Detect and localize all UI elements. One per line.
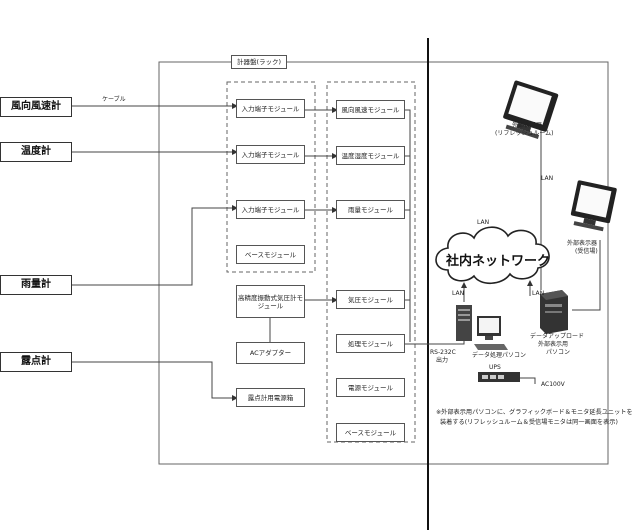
display1-label-2: (リフレッシュルーム) <box>495 130 554 137</box>
right-module-group <box>326 81 416 443</box>
ups-label: UPS <box>489 364 501 371</box>
upload-pc-label-2: 外部表示用 <box>538 341 569 348</box>
dew-sensor: 露点計 <box>0 352 72 372</box>
data-pc-label: データ処理パソコン <box>472 352 527 359</box>
processing-module: 処理モジュール <box>336 334 405 353</box>
rack-outline <box>158 61 609 465</box>
display-receiving-icon <box>570 180 617 232</box>
base-module-left: ベースモジュール <box>236 245 305 264</box>
network-cloud-label: 社内ネットワーク <box>446 254 551 269</box>
upload-pc-icon <box>540 290 568 334</box>
ac100v-label: AC100V <box>541 381 565 388</box>
upload-pc-label-3: パソコン <box>546 349 571 356</box>
lan-label-4: LAN <box>532 290 545 297</box>
note-line-1: ※外部表示用パソコンに、グラフィックボード＆モニタ延長ユニットを <box>436 409 633 416</box>
pressure-module: 気圧モジュール <box>336 290 405 309</box>
display-refresh-room-icon <box>503 80 559 139</box>
lan-label-2: LAN <box>477 219 490 226</box>
base-module-right: ベースモジュール <box>336 423 405 442</box>
cable-label: ケーブル <box>102 96 126 103</box>
note-line-2: 装着する(リフレッシュルーム＆受信場モニタは同一画面を表示) <box>440 419 618 426</box>
rain-module: 雨量モジュール <box>336 200 405 219</box>
ac-adapter: ACアダプター <box>236 342 305 364</box>
dew-power-box: 露点計用電源箱 <box>236 388 305 407</box>
temp-sensor: 温度計 <box>0 142 72 162</box>
power-module: 電源モジュール <box>336 378 405 397</box>
lan-label-1: LAN <box>541 175 554 182</box>
wind-sensor: 風向風速計 <box>0 97 72 117</box>
display2-label-1: 外部表示器 <box>567 240 598 247</box>
input-module-1: 入力端子モジュール <box>236 99 305 118</box>
ups-icon <box>478 372 520 382</box>
temp-humidity-module: 温度湿度モジュール <box>336 146 405 165</box>
lan-label-3: LAN <box>452 290 465 297</box>
network-cloud <box>435 226 550 285</box>
rain-sensor: 雨量計 <box>0 275 72 295</box>
data-pc-icon <box>456 305 508 350</box>
barometer-module: 高精度振動式気圧計モジュール <box>236 285 305 318</box>
display2-label-2: (受信場) <box>575 248 598 255</box>
upload-pc-label-1: データアップロード <box>530 333 585 340</box>
output-label: 出力 <box>436 357 449 364</box>
left-module-group <box>226 81 316 273</box>
wind-module: 風向風速モジュール <box>336 100 405 119</box>
input-module-2: 入力端子モジュール <box>236 145 305 164</box>
input-module-3: 入力端子モジュール <box>236 200 305 219</box>
rack-label: 計器盤(ラック) <box>231 55 287 69</box>
display1-label-1: 外部表示器 <box>512 122 543 129</box>
rs232c-label: RS-232C <box>430 349 456 356</box>
